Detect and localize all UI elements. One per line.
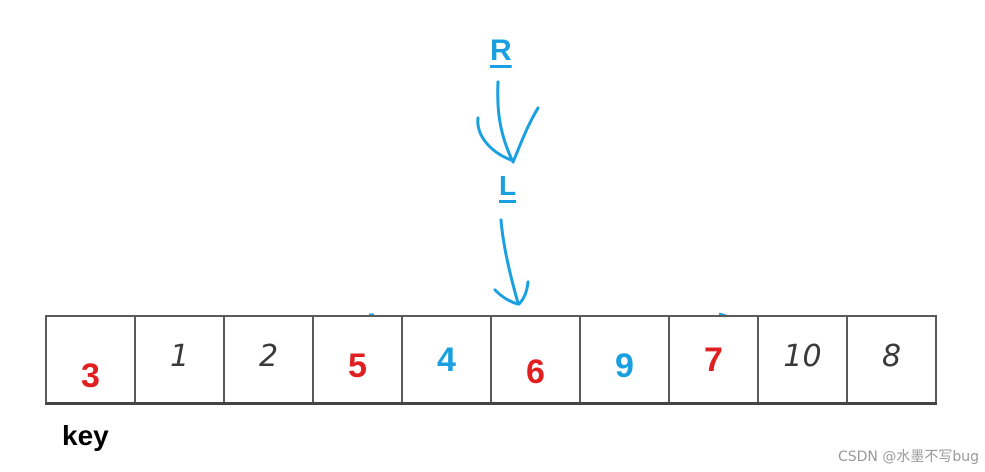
cell-value: 8 — [881, 339, 902, 374]
arrowhead-r-right — [511, 106, 540, 164]
cell-value: 5 — [348, 347, 367, 385]
array-cell: 8 — [848, 317, 937, 402]
pointer-label-r: R — [490, 34, 512, 67]
array-cell: 5 — [314, 317, 403, 402]
array-cell: 10 — [759, 317, 848, 402]
arrowhead-l-right — [517, 280, 530, 306]
array-cell: 4 — [403, 317, 492, 402]
array-cell: 9 — [581, 317, 670, 402]
cell-value: 2 — [258, 339, 279, 374]
arrowhead-l-left — [493, 288, 520, 306]
key-label: key — [62, 420, 109, 451]
array-cell: 6 — [492, 317, 581, 402]
watermark: CSDN @水墨不写bug — [837, 449, 979, 465]
array-cell: 2 — [225, 317, 314, 402]
cell-value: 3 — [81, 357, 100, 395]
cell-value: 4 — [437, 341, 456, 379]
cell-value: 6 — [526, 353, 545, 391]
array-cell: 7 — [670, 317, 759, 402]
arrow-r-to-l — [496, 80, 514, 162]
arrow-l-to-cell — [499, 218, 520, 305]
cell-value: 1 — [169, 339, 190, 374]
cell-value: 9 — [615, 347, 634, 385]
pointer-label-l: L — [499, 170, 517, 201]
array-cell: 1 — [136, 317, 225, 402]
cell-value: 7 — [704, 341, 723, 379]
cell-value: 10 — [783, 339, 822, 374]
array-cell: 3 — [47, 317, 136, 402]
arrowhead-r-left — [476, 116, 513, 162]
array-cells: 3 1 2 5 4 6 9 7 10 8 — [45, 315, 937, 405]
